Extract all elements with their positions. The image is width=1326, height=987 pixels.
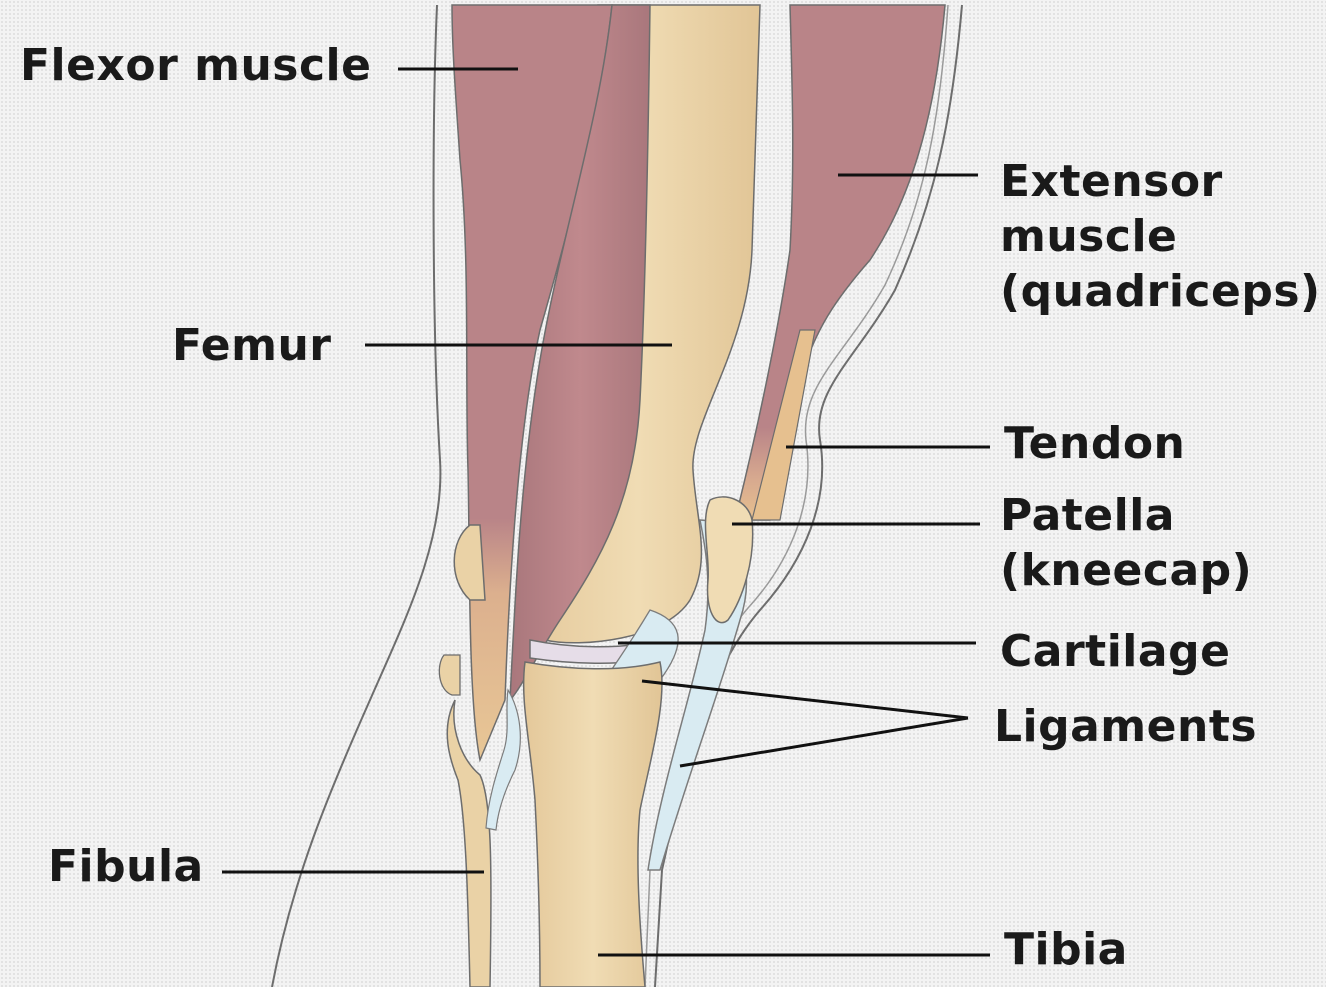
tibia	[524, 662, 662, 987]
label-tibia: Tibia	[1004, 922, 1128, 977]
label-patella: Patella (kneecap)	[1000, 488, 1252, 598]
label-patella-line-2: (kneecap)	[1000, 543, 1252, 598]
label-ligaments: Ligaments	[994, 699, 1257, 754]
label-extensor-line-1: Extensor	[1000, 154, 1321, 209]
label-flexor-muscle: Flexor muscle	[20, 38, 371, 93]
extensor-muscle	[735, 5, 945, 520]
label-tendon: Tendon	[1004, 416, 1185, 471]
label-extensor-line-3: (quadriceps)	[1000, 264, 1321, 319]
label-flexor-muscle-text: Flexor muscle	[20, 40, 371, 91]
label-fibula-text: Fibula	[48, 841, 204, 892]
label-tibia-text: Tibia	[1004, 924, 1128, 975]
label-extensor-muscle: Extensor muscle (quadriceps)	[1000, 154, 1321, 319]
femoral-condyle	[454, 525, 485, 600]
leg-outline-left	[272, 5, 440, 987]
fibula-head-knob	[439, 655, 460, 695]
label-fibula: Fibula	[48, 839, 204, 894]
label-extensor-line-2: muscle	[1000, 209, 1321, 264]
patella	[705, 497, 752, 623]
label-patella-line-1: Patella	[1000, 488, 1252, 543]
label-cartilage-text: Cartilage	[1000, 626, 1230, 677]
label-femur-text: Femur	[172, 320, 332, 371]
ligaments-leader-lower	[680, 718, 968, 766]
label-cartilage: Cartilage	[1000, 624, 1230, 679]
label-tendon-text: Tendon	[1004, 418, 1185, 469]
label-femur: Femur	[172, 318, 332, 373]
label-ligaments-text: Ligaments	[994, 701, 1257, 752]
